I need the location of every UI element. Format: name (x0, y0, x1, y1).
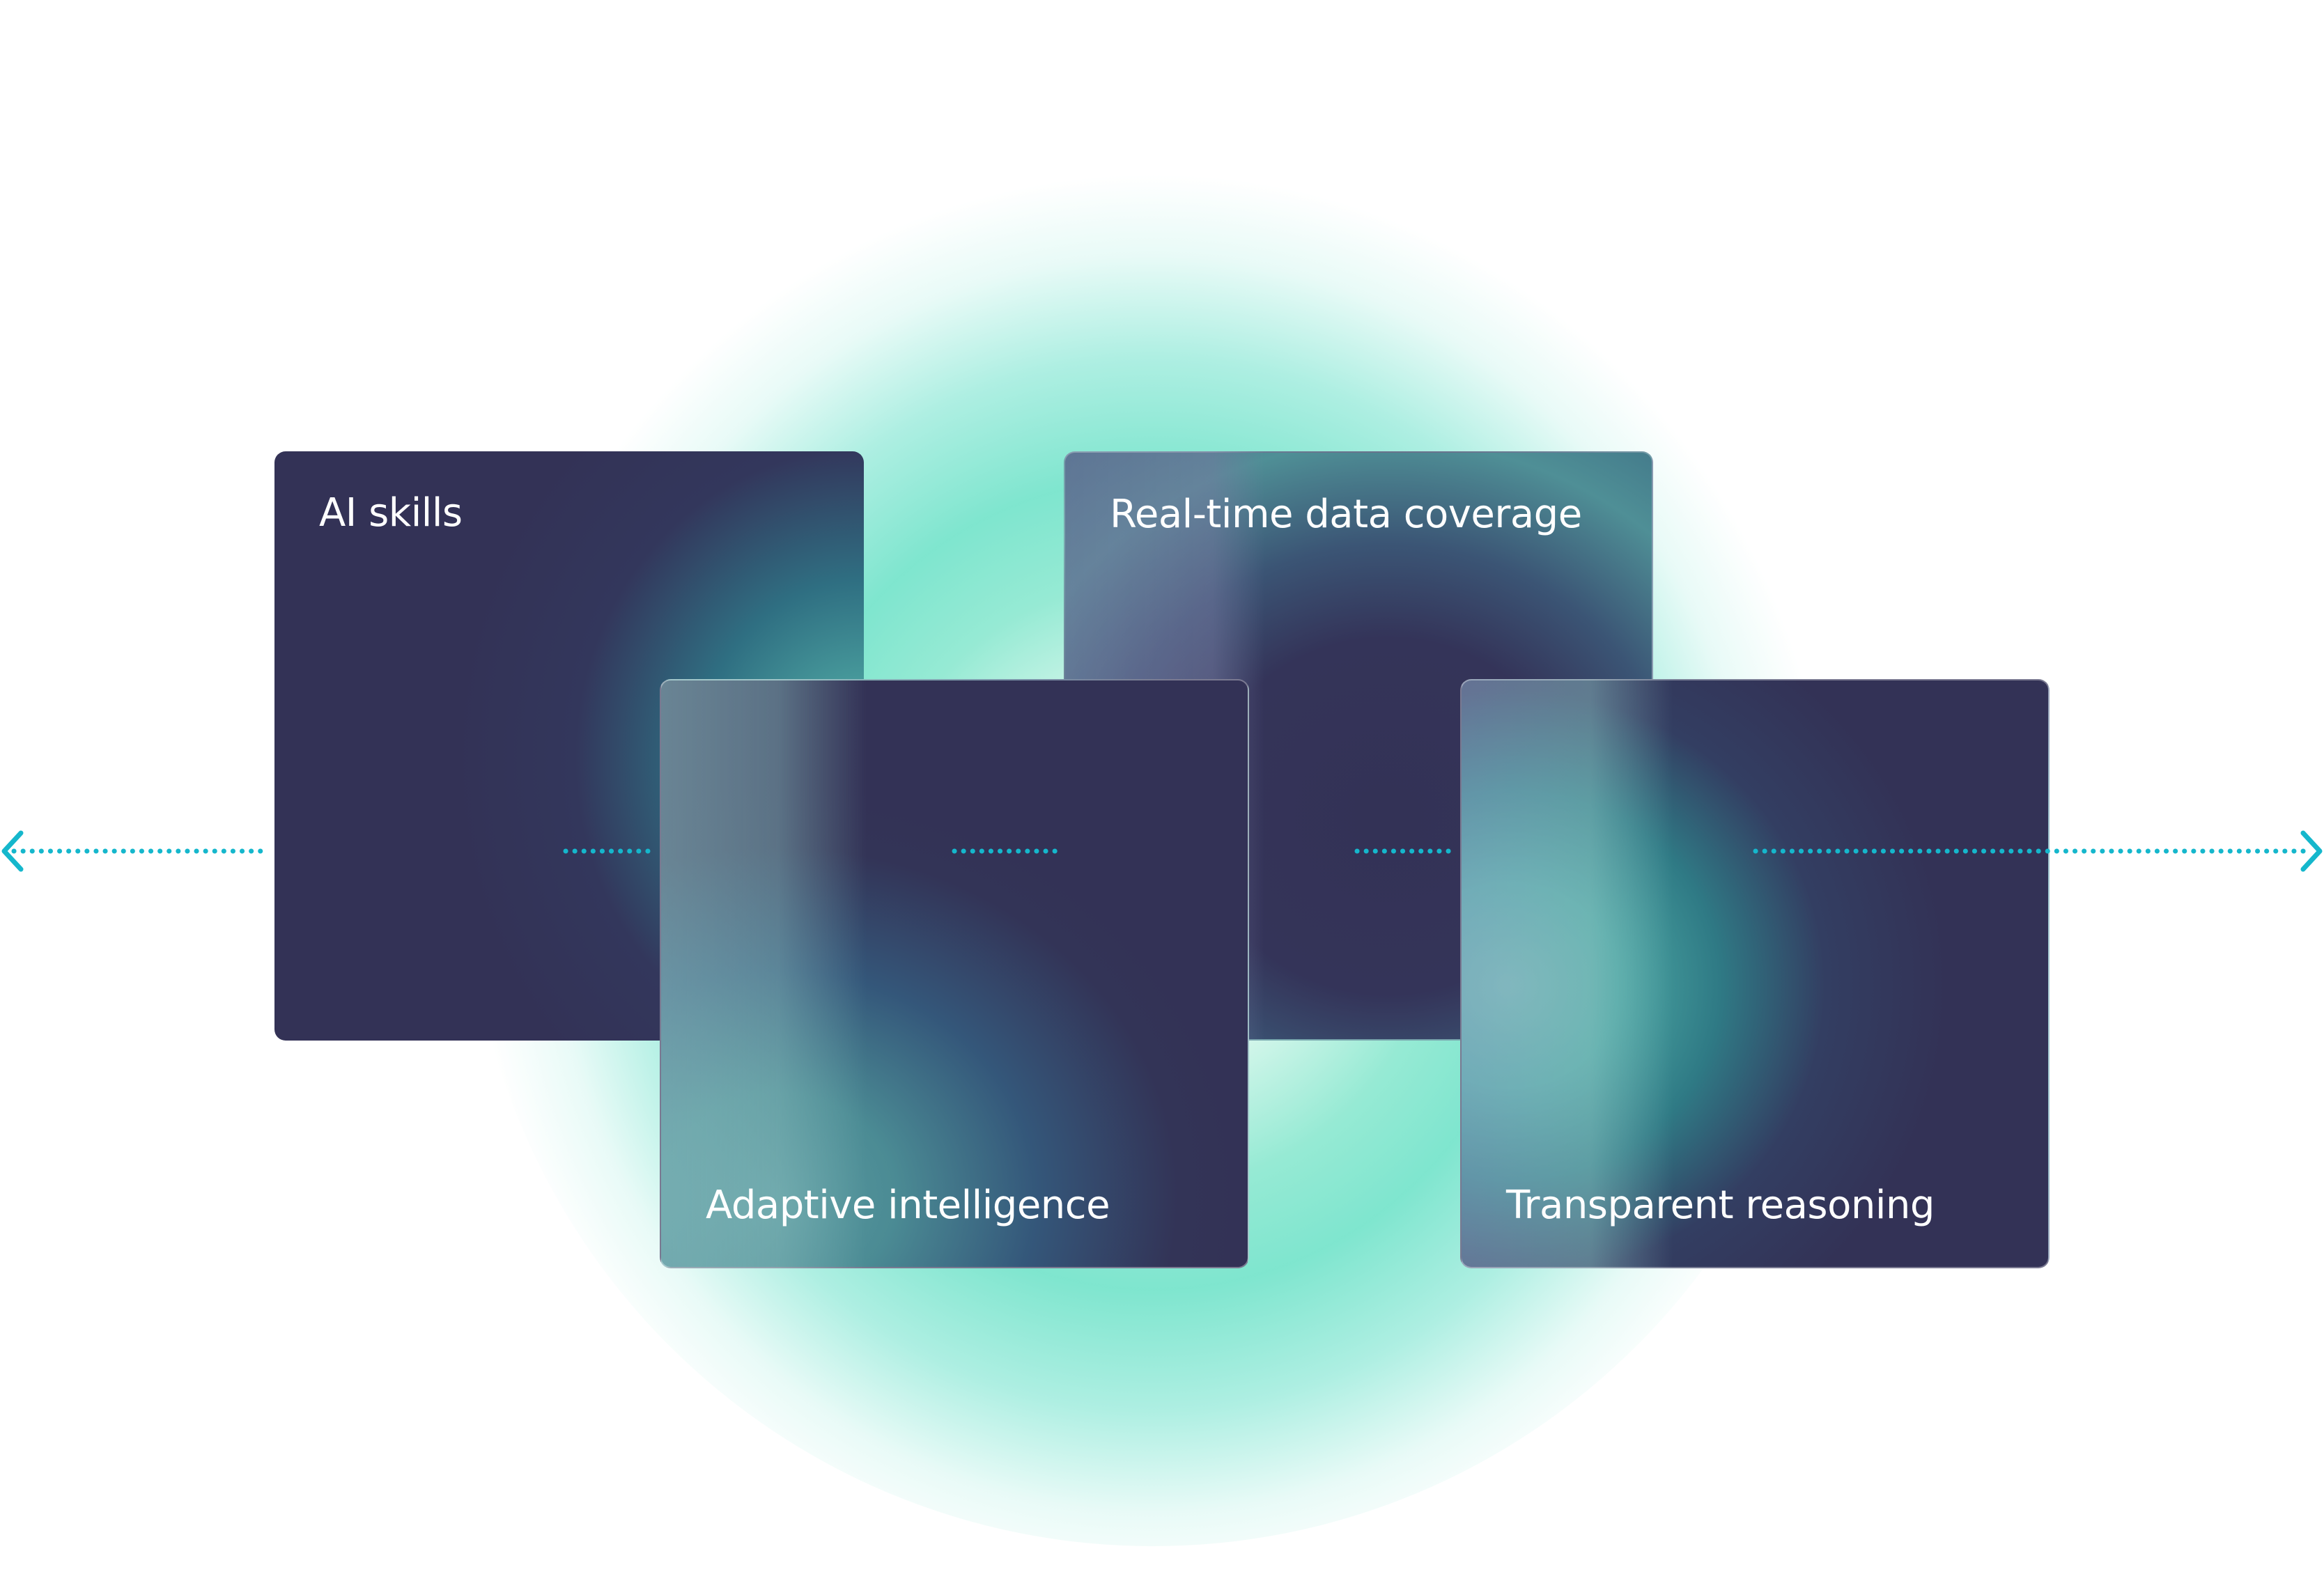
card-transparent-reasoning: Transparent reasoning (1460, 679, 2050, 1268)
chevron-left-icon (1, 830, 24, 872)
chevron-right-icon (2300, 830, 2323, 872)
card-label-adaptive-intelligence: Adaptive intelligence (706, 1183, 1110, 1228)
card-label-transparent-reasoning: Transparent reasoning (1506, 1183, 1935, 1228)
card-label-ai-skills: AI skills (319, 490, 463, 536)
card-adaptive-intelligence: Adaptive intelligence (660, 679, 1249, 1268)
card-label-real-time-data-coverage: Real-time data coverage (1110, 492, 1582, 537)
